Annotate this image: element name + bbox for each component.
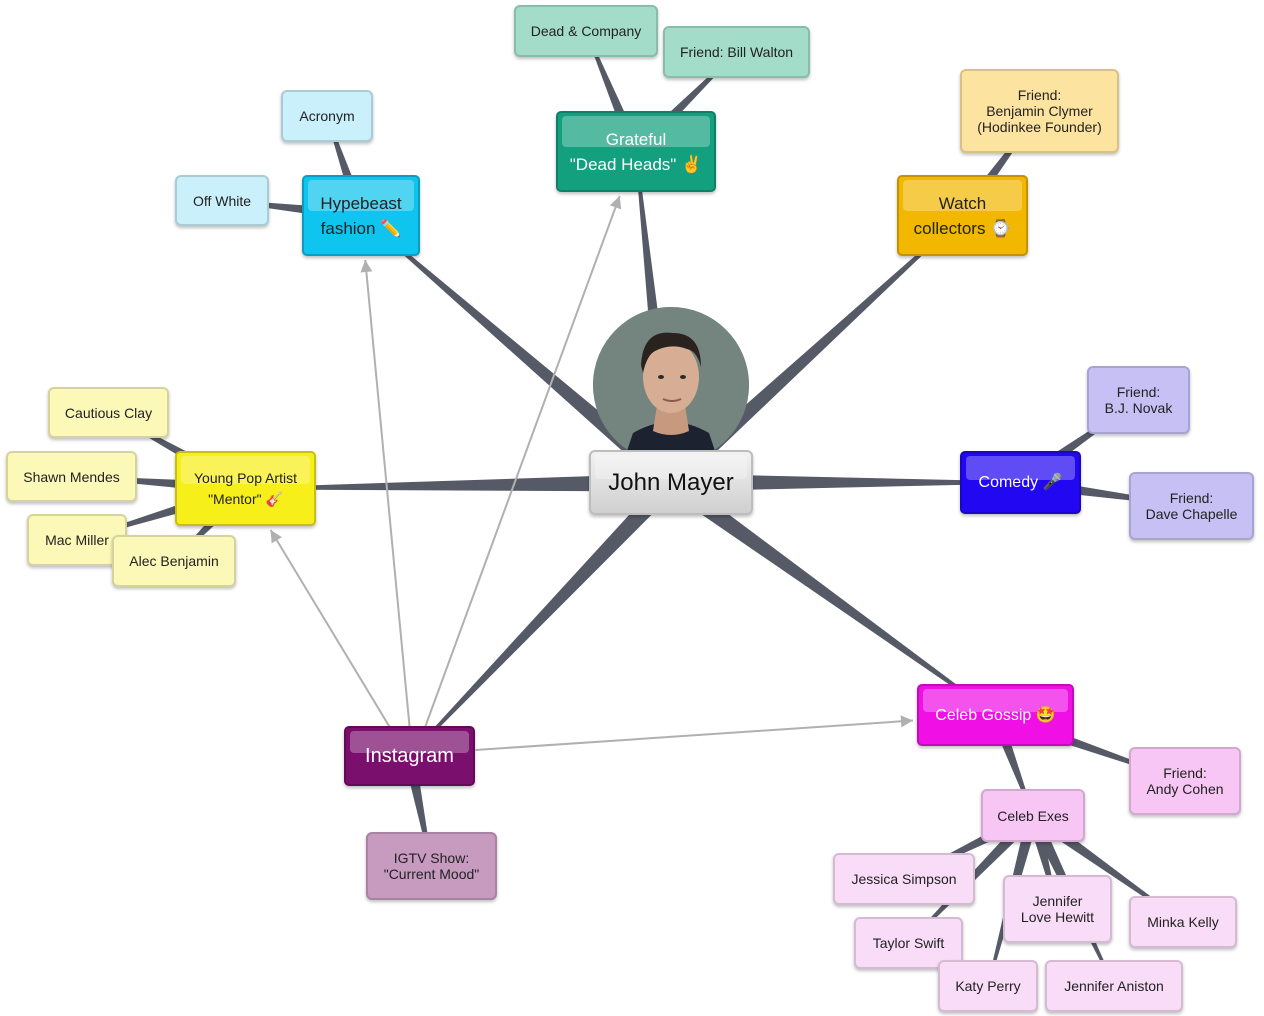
john-mayer-photo bbox=[593, 307, 749, 463]
topic-label: Grateful "Dead Heads" ✌️ bbox=[569, 129, 703, 174]
subtopic-label: Taylor Swift bbox=[872, 935, 945, 951]
subtopic-label: Friend: Dave Chapelle bbox=[1145, 490, 1238, 522]
subtopic-jennifer-aniston[interactable]: Jennifer Aniston bbox=[1045, 960, 1183, 1012]
subtopic-label: Katy Perry bbox=[955, 978, 1021, 994]
relation-instagram-to-celeb-gossip bbox=[475, 719, 914, 751]
topic-instagram[interactable]: Instagram bbox=[344, 726, 475, 786]
subtopic-friend-bill-walton[interactable]: Friend: Bill Walton bbox=[663, 26, 810, 78]
subtopic-friend-dave-chapelle[interactable]: Friend: Dave Chapelle bbox=[1129, 472, 1254, 540]
subtopic-label: Friend: Bill Walton bbox=[679, 44, 794, 60]
subtopic-label: Friend: Benjamin Clymer (Hodinkee Founde… bbox=[977, 87, 1102, 135]
subtopic-alec-benjamin[interactable]: Alec Benjamin bbox=[112, 535, 236, 587]
subtopic-off-white[interactable]: Off White bbox=[175, 175, 269, 226]
subtopic-katy-perry[interactable]: Katy Perry bbox=[938, 960, 1038, 1012]
topic-young-pop-artist-mentor[interactable]: Young Pop Artist "Mentor" 🎸 bbox=[175, 451, 316, 526]
subtopic-label: Alec Benjamin bbox=[129, 553, 219, 569]
branch-center-to-hypebeast bbox=[360, 214, 677, 490]
subtopic-label: Friend: Andy Cohen bbox=[1146, 765, 1224, 797]
center-node-john-mayer[interactable]: John Mayer bbox=[589, 450, 753, 515]
subtopic-label: Friend: B.J. Novak bbox=[1104, 384, 1173, 416]
subtopic-igtv-show-current-mood[interactable]: IGTV Show: "Current Mood" bbox=[366, 832, 497, 900]
topic-label: Comedy 🎤 bbox=[978, 474, 1063, 491]
subtopic-label: Mac Miller bbox=[45, 532, 109, 548]
branch-center-to-gossip bbox=[665, 475, 997, 716]
branch-center-to-young bbox=[245, 473, 672, 492]
subtopic-label: Celeb Exes bbox=[997, 807, 1069, 824]
subtopic-label: Jennifer Aniston bbox=[1064, 978, 1164, 994]
subtopic-shawn-mendes[interactable]: Shawn Mendes bbox=[6, 451, 137, 502]
topic-comedy[interactable]: Comedy 🎤 bbox=[960, 451, 1081, 514]
topic-watch-collectors[interactable]: Watch collectors ⌚ bbox=[897, 175, 1028, 256]
topic-label: Watch collectors ⌚ bbox=[913, 193, 1012, 238]
subtopic-label: Jessica Simpson bbox=[851, 871, 957, 887]
topic-label: Young Pop Artist "Mentor" 🎸 bbox=[193, 469, 297, 507]
branch-center-to-comedy bbox=[671, 473, 1021, 492]
topic-label: Hypebeast fashion ✏️ bbox=[320, 193, 402, 238]
center-node-label: John Mayer bbox=[608, 468, 734, 496]
subtopic-dead-and-company[interactable]: Dead & Company bbox=[514, 5, 658, 57]
subtopic-acronym[interactable]: Acronym bbox=[281, 90, 373, 142]
relation-instagram-to-grateful bbox=[424, 195, 621, 727]
topic-hypebeast-fashion[interactable]: Hypebeast fashion ✏️ bbox=[302, 175, 420, 256]
subtopic-friend-andy-cohen[interactable]: Friend: Andy Cohen bbox=[1129, 747, 1241, 815]
relation-instagram-to-hypebeast bbox=[364, 259, 411, 727]
subtopic-label: Dead & Company bbox=[530, 23, 642, 39]
subtopic-jennifer-love-hewitt[interactable]: Jennifer Love Hewitt bbox=[1003, 875, 1112, 943]
subtopic-friend-benjamin-clymer[interactable]: Friend: Benjamin Clymer (Hodinkee Founde… bbox=[960, 69, 1119, 153]
subtopic-cautious-clay[interactable]: Cautious Clay bbox=[48, 387, 169, 438]
relation-instagram-to-young-pop bbox=[269, 529, 393, 731]
subtopic-label: Off White bbox=[192, 192, 252, 209]
subtopic-celeb-exes[interactable]: Celeb Exes bbox=[981, 789, 1085, 842]
subtopic-label: Jennifer Love Hewitt bbox=[1020, 893, 1095, 925]
topic-celeb-gossip[interactable]: Celeb Gossip 🤩 bbox=[917, 684, 1074, 746]
relation-instagram-to-young-pop-arrowhead bbox=[270, 530, 282, 544]
topic-grateful-dead-heads[interactable]: Grateful "Dead Heads" ✌️ bbox=[556, 111, 716, 192]
subtopic-jessica-simpson[interactable]: Jessica Simpson bbox=[833, 853, 975, 905]
subtopic-label: Cautious Clay bbox=[64, 404, 153, 421]
relation-instagram-to-celeb-gossip-arrowhead bbox=[900, 715, 913, 728]
subtopic-label: Minka Kelly bbox=[1147, 914, 1219, 930]
relation-instagram-to-grateful-arrowhead bbox=[609, 196, 622, 210]
subtopic-mac-miller[interactable]: Mac Miller bbox=[27, 514, 127, 566]
subtopic-minka-kelly[interactable]: Minka Kelly bbox=[1129, 896, 1237, 948]
subtopic-label: Acronym bbox=[299, 108, 355, 124]
topic-label: Instagram bbox=[365, 744, 454, 767]
subtopic-friend-bj-novak[interactable]: Friend: B.J. Novak bbox=[1087, 366, 1190, 434]
subtopic-label: IGTV Show: "Current Mood" bbox=[383, 850, 480, 882]
topic-label: Celeb Gossip 🤩 bbox=[935, 706, 1056, 724]
branch-center-to-instagram bbox=[408, 476, 678, 757]
relation-instagram-to-hypebeast-arrowhead bbox=[360, 260, 373, 273]
subtopic-label: Shawn Mendes bbox=[23, 468, 120, 485]
